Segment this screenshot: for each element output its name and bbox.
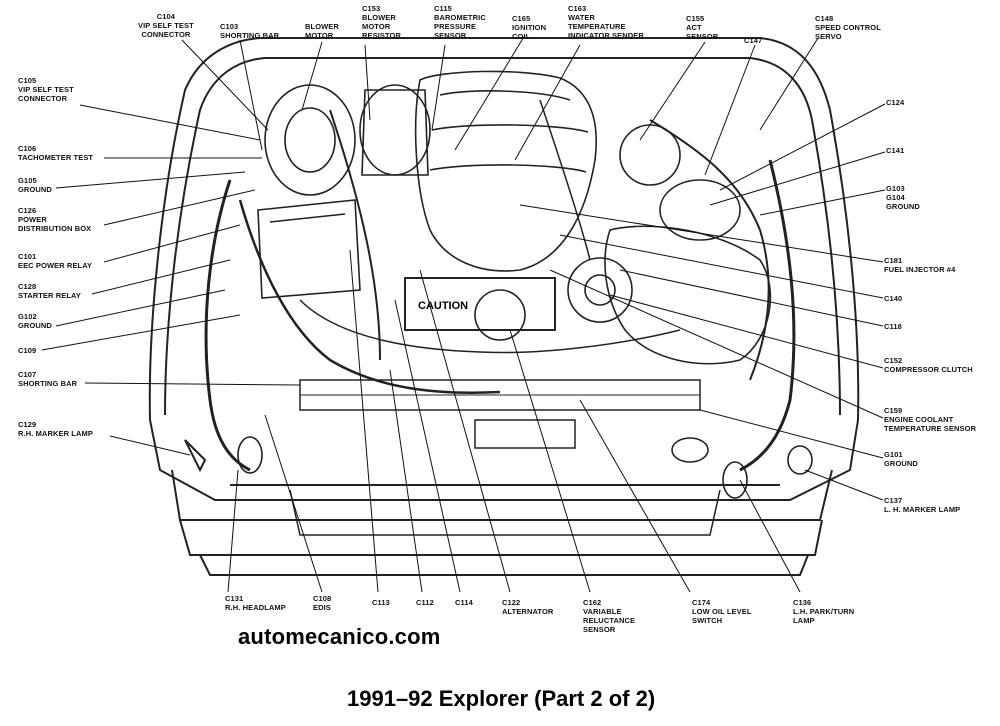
label-c147: C147	[744, 36, 763, 45]
label-c109: C109	[18, 346, 37, 355]
label-c124: C124	[886, 98, 905, 107]
engine-block	[184, 70, 813, 499]
figure-caption: 1991–92 Explorer (Part 2 of 2)	[347, 686, 656, 711]
label-c112: C112	[416, 598, 434, 607]
label-c114: C114	[455, 598, 473, 607]
label-c118: C118	[884, 322, 902, 331]
watermark-text: automecanico.com	[238, 624, 441, 649]
caution-label: CAUTION	[418, 300, 468, 312]
label-c113: C113	[372, 598, 390, 607]
leader-lines	[41, 34, 886, 593]
label-c140: C140	[884, 294, 903, 303]
label-c141: C141	[886, 146, 905, 155]
